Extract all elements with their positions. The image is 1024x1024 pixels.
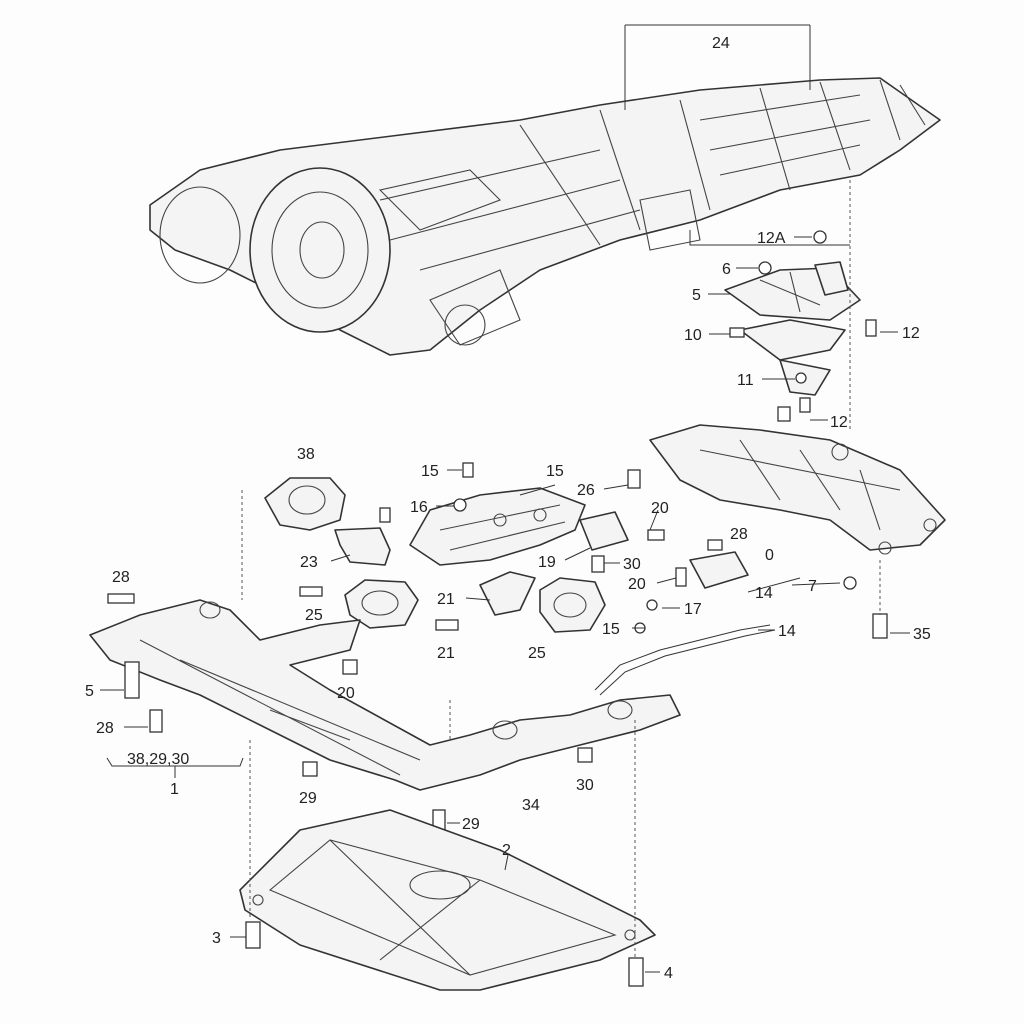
callout-11: 11 xyxy=(737,372,754,389)
callout-19: 19 xyxy=(538,554,556,571)
cable-14 xyxy=(594,624,776,696)
reinforcement-plate xyxy=(239,809,656,991)
rear-crossmember xyxy=(649,424,946,555)
callout-17: 17 xyxy=(684,601,702,618)
callout-10: 10 xyxy=(684,327,702,344)
callout-21: 21 xyxy=(437,591,455,608)
callout-15: 15 xyxy=(546,463,564,480)
callout-25: 25 xyxy=(305,607,323,624)
callout-3: 3 xyxy=(212,930,221,947)
callout-5: 5 xyxy=(85,683,94,700)
callout-21: 21 xyxy=(437,645,455,662)
plate-bolts xyxy=(245,921,644,987)
bracket-14 xyxy=(689,551,749,589)
callout-12: 12 xyxy=(830,414,848,431)
callout-38-29-30: 38,29,30 xyxy=(127,751,189,768)
callout-24: 24 xyxy=(712,35,730,52)
engine-mount-25-right xyxy=(539,577,606,633)
callout-20: 20 xyxy=(651,500,669,517)
bracket-group-1 xyxy=(106,757,244,778)
callout-1: 1 xyxy=(170,781,179,798)
callout-7: 7 xyxy=(808,578,817,595)
callout-12A: 12A xyxy=(757,230,786,247)
callout-35: 35 xyxy=(913,626,931,643)
callout-38: 38 xyxy=(297,446,315,463)
heat-shield-15 xyxy=(409,487,586,566)
callout-16: 16 xyxy=(410,499,428,516)
transmission-assembly xyxy=(149,77,941,356)
callout-6: 6 xyxy=(722,261,731,278)
callout-20: 20 xyxy=(628,576,646,593)
middle-fasteners xyxy=(107,462,888,639)
engine-mount-38 xyxy=(264,477,346,531)
callout-29: 29 xyxy=(462,816,480,833)
callout-20: 20 xyxy=(337,685,355,702)
engine-mount-25-left xyxy=(342,579,419,675)
callout-5: 5 xyxy=(692,287,701,304)
callout-12: 12 xyxy=(902,325,920,342)
bracket-21 xyxy=(479,571,536,616)
callout-29: 29 xyxy=(299,790,317,807)
callout-15: 15 xyxy=(421,463,439,480)
callout-14: 14 xyxy=(778,623,796,640)
callout-30: 30 xyxy=(623,556,641,573)
alignment-lines xyxy=(241,24,881,960)
mount-fasteners xyxy=(729,230,877,422)
callout-28: 28 xyxy=(730,526,748,543)
bracket-19 xyxy=(579,511,629,551)
bracket-23 xyxy=(334,507,391,566)
front-subframe xyxy=(89,599,681,835)
callout-4: 4 xyxy=(664,965,673,982)
transmission-mount-bracket xyxy=(724,261,861,396)
callout-15: 15 xyxy=(602,621,620,638)
callout-34: 34 xyxy=(522,797,540,814)
callout-28: 28 xyxy=(112,569,130,586)
callout-14: 14 xyxy=(755,585,773,602)
callout-23: 23 xyxy=(300,554,318,571)
callout-28: 28 xyxy=(96,720,114,737)
callout-0: 0 xyxy=(765,547,774,564)
callout-30: 30 xyxy=(576,777,594,794)
callout-25: 25 xyxy=(528,645,546,662)
callout-26: 26 xyxy=(577,482,595,499)
callout-2: 2 xyxy=(502,842,511,859)
callout-labels: 24 12A 6 5 10 12 11 12 38 15 15 26 16 20… xyxy=(85,35,931,982)
leader-lines xyxy=(100,236,910,973)
